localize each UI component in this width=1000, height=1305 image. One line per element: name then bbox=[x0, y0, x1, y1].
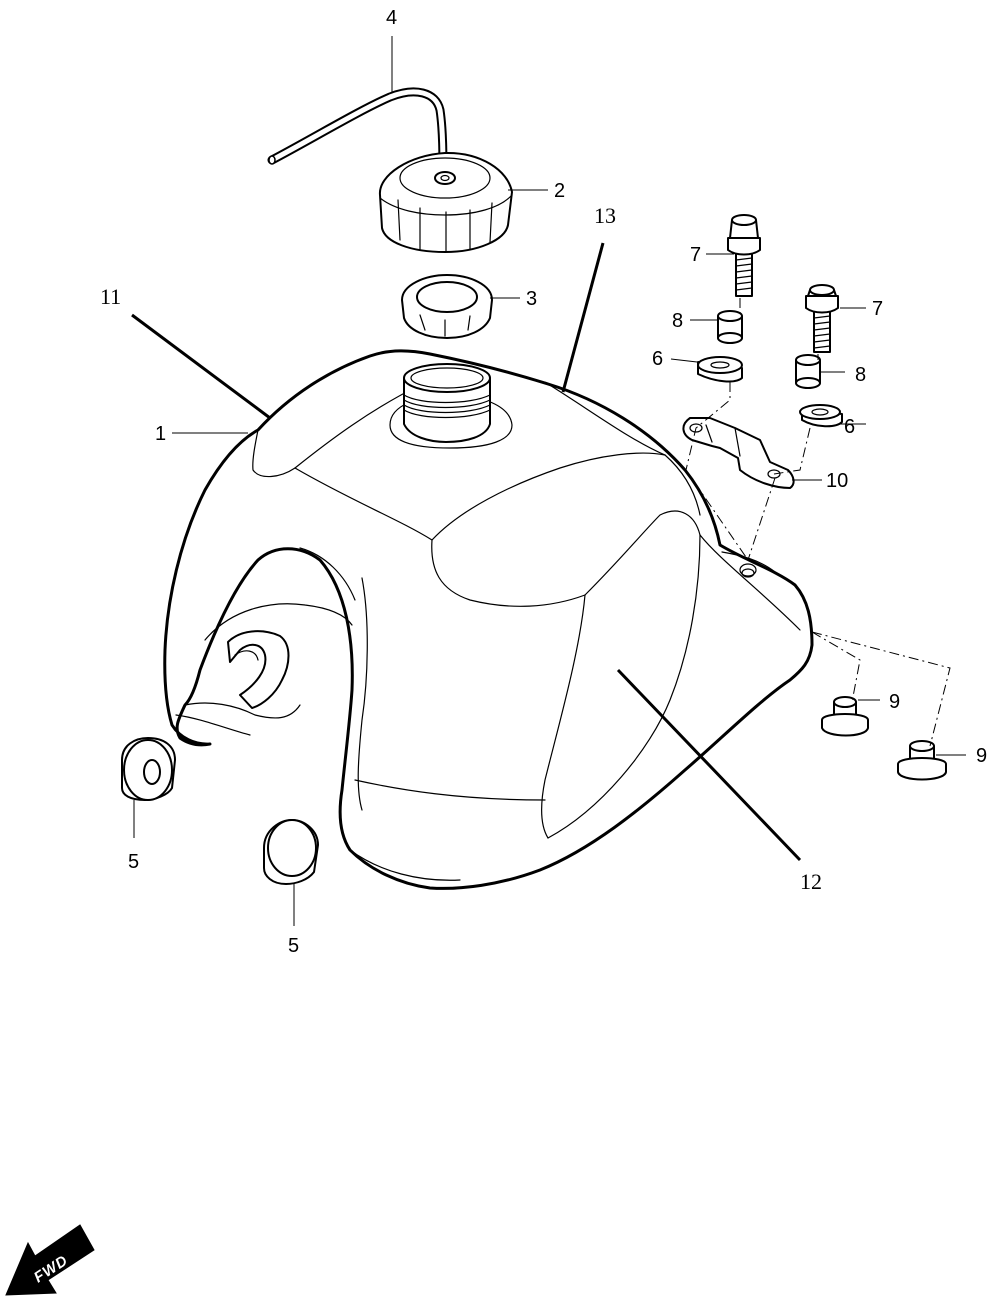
washer-upper bbox=[697, 356, 743, 383]
callout-8-upper: 8 bbox=[672, 310, 683, 332]
callout-10: 10 bbox=[826, 470, 848, 492]
rubber-damper-left bbox=[121, 737, 176, 801]
bolt-lower bbox=[805, 284, 839, 353]
callout-12: 12 bbox=[800, 869, 822, 894]
callout-1: 1 bbox=[155, 423, 166, 445]
collar-upper bbox=[717, 310, 743, 344]
mounting-bracket bbox=[682, 417, 795, 489]
grommet-lower bbox=[897, 740, 947, 781]
collar-lower bbox=[795, 354, 821, 389]
callout-9-upper: 9 bbox=[889, 691, 900, 713]
callout-6-lower: 6 bbox=[844, 416, 855, 438]
callout-7-lower: 7 bbox=[872, 298, 883, 320]
fwd-direction-badge: FWD bbox=[5, 1224, 95, 1296]
washer-lower bbox=[799, 404, 843, 428]
callout-2: 2 bbox=[554, 180, 565, 202]
callout-13: 13 bbox=[594, 203, 616, 228]
callout-labels: 4 2 3 1 5 5 6 6 7 7 8 8 9 9 10 11 12 13 bbox=[100, 7, 987, 957]
callout-5-right: 5 bbox=[288, 935, 299, 957]
forward-arrow-icon bbox=[5, 1224, 95, 1296]
callout-3: 3 bbox=[526, 288, 537, 310]
grommet-upper bbox=[821, 696, 869, 737]
callout-9-lower: 9 bbox=[976, 745, 987, 767]
leader-lines bbox=[131, 36, 966, 926]
cap-gasket bbox=[401, 274, 493, 339]
callout-11: 11 bbox=[100, 284, 121, 309]
callout-6-upper: 6 bbox=[652, 348, 663, 370]
callout-5-left: 5 bbox=[128, 851, 139, 873]
bolt-upper bbox=[727, 214, 761, 297]
fuel-tank bbox=[163, 349, 814, 890]
rubber-damper-right bbox=[263, 819, 319, 885]
alignment-lines bbox=[685, 298, 951, 747]
breather-tube bbox=[267, 87, 448, 185]
callout-8-lower: 8 bbox=[855, 364, 866, 386]
callout-4: 4 bbox=[386, 7, 397, 29]
fuel-cap bbox=[378, 151, 513, 253]
callout-7-upper: 7 bbox=[690, 244, 701, 266]
